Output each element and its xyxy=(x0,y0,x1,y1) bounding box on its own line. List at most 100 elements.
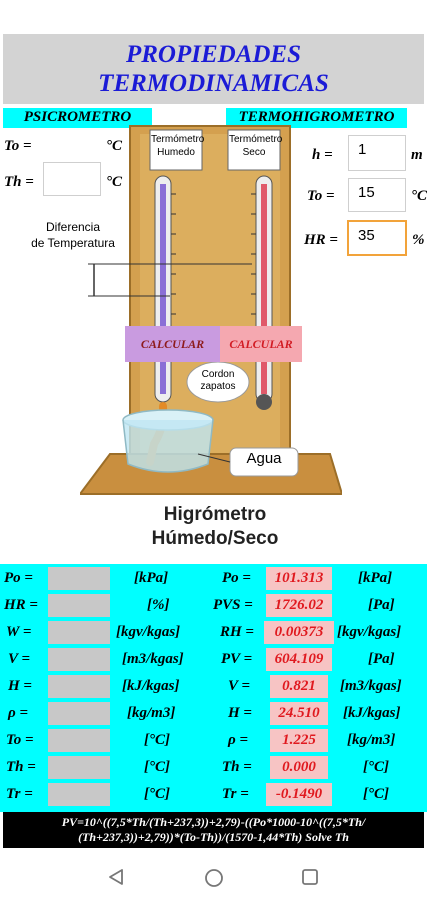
termo-h-input[interactable]: 1 xyxy=(348,135,406,171)
psi-to-unit: °C xyxy=(106,138,123,154)
right-unit: [kJ/kgas] xyxy=(343,705,401,721)
termo-to-input[interactable]: 15 xyxy=(348,178,406,212)
psi-to-label: To = xyxy=(4,138,32,154)
home-circle-icon[interactable] xyxy=(203,867,225,889)
water-label: Agua xyxy=(246,450,282,467)
right-unit: [kgv/kgas] xyxy=(337,624,402,640)
page-title-line2: TERMODINAMICAS xyxy=(98,70,329,97)
termo-hr-input[interactable]: 35 xyxy=(347,220,407,256)
left-value-field xyxy=(48,648,110,671)
tab-termohigrometro: TERMOHIGROMETRO xyxy=(226,108,407,128)
termo-h-unit: m xyxy=(411,147,423,163)
page-title-line1: PROPIEDADES xyxy=(125,41,302,68)
left-value-field xyxy=(48,675,110,698)
termo-to-label: To = xyxy=(307,188,335,204)
right-label: RH = xyxy=(220,624,254,640)
left-unit: [°C] xyxy=(144,759,170,775)
left-label: Th = xyxy=(6,759,36,775)
left-label: ρ = xyxy=(8,705,29,721)
right-value: 604.109 xyxy=(266,648,332,671)
lace-label-2: zapatos xyxy=(200,381,236,392)
dry-thermometer-label-box xyxy=(227,129,281,171)
left-unit: [kJ/kgas] xyxy=(122,678,180,694)
right-unit: [Pa] xyxy=(368,597,395,613)
title-bar: PROPIEDADES TERMODINAMICAS xyxy=(3,34,424,104)
right-label: V = xyxy=(228,678,251,694)
calculate-termohigrometro-button[interactable]: CALCULAR xyxy=(220,326,302,362)
water-bowl xyxy=(122,419,214,473)
left-value-field xyxy=(48,621,110,644)
tab-psicrometro: PSICROMETRO xyxy=(3,108,152,128)
dry-thermometer-label: Termómetro Seco xyxy=(229,134,283,158)
formula-line2: (Th+237,3))+2,79))*(To-Th))/(1570-1,44*T… xyxy=(78,830,349,844)
right-value: 1726.02 xyxy=(266,594,332,617)
lace-label-1: Cordon xyxy=(201,369,235,380)
left-label: V = xyxy=(8,651,31,667)
left-unit: [kg/m3] xyxy=(127,705,176,721)
properties-panel: Po = [kPa] Po = 101.313 [kPa] HR = [%] P… xyxy=(0,564,427,812)
prop-row: ρ = [kg/m3] H = 24.510 [kJ/kgas] xyxy=(0,700,427,727)
right-value: 1.225 xyxy=(270,729,328,752)
prop-row: Th = [°C] Th = 0.000 [°C] xyxy=(0,754,427,781)
right-value: 0.000 xyxy=(270,756,328,779)
caption-line2: Húmedo/Seco xyxy=(151,528,279,549)
system-nav-bar xyxy=(0,852,427,900)
termo-hr-unit: % xyxy=(412,232,425,248)
right-label: PV = xyxy=(221,651,253,667)
temp-difference-label-2: de Temperatura xyxy=(31,236,115,250)
right-unit: [°C] xyxy=(363,786,389,802)
termo-h-label: h = xyxy=(312,147,333,163)
prop-row: HR = [%] PVS = 1726.02 [Pa] xyxy=(0,592,427,619)
left-value-field xyxy=(48,702,110,725)
right-label: Tr = xyxy=(222,786,249,802)
left-unit: [kPa] xyxy=(134,570,169,586)
temp-difference-label-1: Diferencia xyxy=(45,220,101,234)
right-value: -0.1490 xyxy=(266,783,332,806)
wet-thermometer-label-box xyxy=(149,129,203,171)
left-label: Po = xyxy=(4,570,33,586)
right-label: Th = xyxy=(222,759,252,775)
right-value: 0.00373 xyxy=(264,621,334,644)
left-value-field xyxy=(48,756,110,779)
prop-row: Tr = [°C] Tr = -0.1490 [°C] xyxy=(0,781,427,808)
left-label: Tr = xyxy=(6,786,33,802)
left-value-field xyxy=(48,594,110,617)
psi-th-label: Th = xyxy=(4,174,34,190)
right-value: 24.510 xyxy=(270,702,328,725)
water-pointer xyxy=(197,453,231,463)
right-unit: [kg/m3] xyxy=(347,732,396,748)
formula-line1: PV=10^((7,5*Th/(Th+237,3))+2,79)-((Po*10… xyxy=(61,815,366,829)
back-triangle-icon[interactable] xyxy=(106,867,126,887)
right-unit: [Pa] xyxy=(368,651,395,667)
right-value: 0.821 xyxy=(270,675,328,698)
left-label: HR = xyxy=(4,597,38,613)
wet-thermometer-column xyxy=(160,184,166,394)
calculate-psicrometro-button[interactable]: CALCULAR xyxy=(125,326,220,362)
left-value-field xyxy=(48,783,110,806)
prop-row: H = [kJ/kgas] V = 0.821 [m3/kgas] xyxy=(0,673,427,700)
left-unit: [°C] xyxy=(144,732,170,748)
right-unit: [kPa] xyxy=(358,570,393,586)
wet-thermometer-label: Termómetro Humedo xyxy=(151,134,205,158)
termo-to-unit: °C xyxy=(411,188,427,204)
psi-th-input[interactable] xyxy=(43,162,101,196)
right-label: ρ = xyxy=(228,732,249,748)
left-unit: [°C] xyxy=(144,786,170,802)
left-label: To = xyxy=(6,732,34,748)
prop-row: V = [m3/kgas] PV = 604.109 [Pa] xyxy=(0,646,427,673)
formula-bar: PV=10^((7,5*Th/(Th+237,3))+2,79)-((Po*10… xyxy=(3,812,424,848)
prop-row: W = [kgv/kgas] RH = 0.00373 [kgv/kgas] xyxy=(0,619,427,646)
right-unit: [°C] xyxy=(363,759,389,775)
left-label: H = xyxy=(8,678,32,694)
right-label: H = xyxy=(228,705,252,721)
left-unit: [m3/kgas] xyxy=(122,651,184,667)
recents-square-icon[interactable] xyxy=(301,868,319,886)
right-label: Po = xyxy=(222,570,251,586)
right-label: PVS = xyxy=(213,597,253,613)
lace-label-bubble xyxy=(186,361,250,403)
left-label: W = xyxy=(6,624,32,640)
right-unit: [m3/kgas] xyxy=(340,678,402,694)
left-unit: [%] xyxy=(147,597,170,613)
right-value: 101.313 xyxy=(266,567,332,590)
dry-thermometer-bulb xyxy=(256,394,272,410)
